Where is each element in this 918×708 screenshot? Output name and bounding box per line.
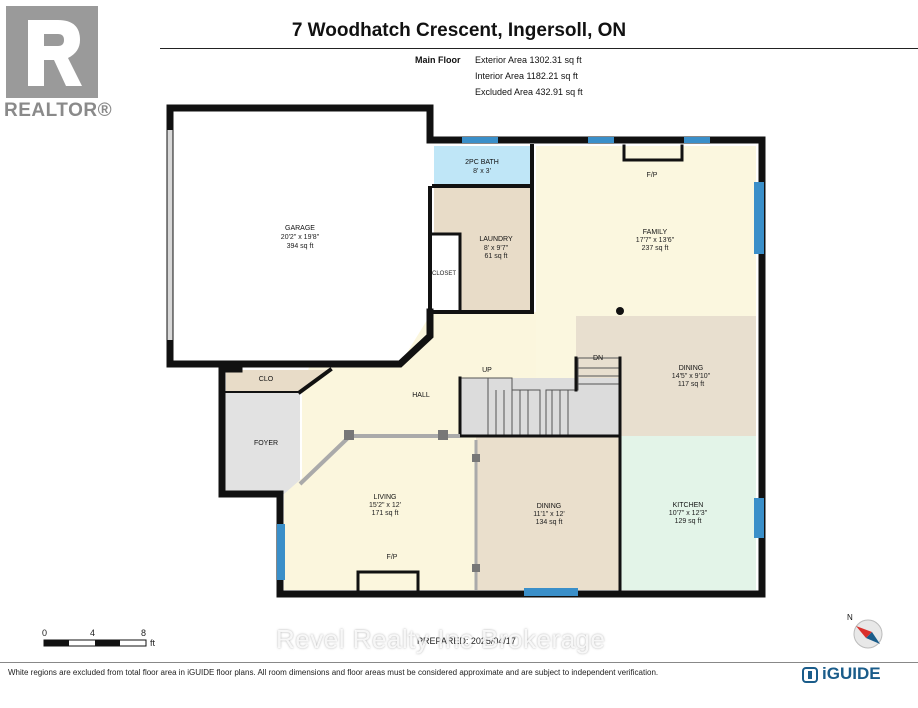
scale-tick-0: 0 [42,628,48,638]
closet-fill [430,234,460,312]
dining-lower-area: 134 sq ft [536,519,563,526]
living-area: 171 sq ft [372,510,399,517]
living-name: LIVING [374,494,397,501]
markers [344,307,624,572]
scale-tick-8: 8 [141,628,147,638]
dining-lower-fill [476,436,620,590]
brokerage-watermark: Revel Realty Inc Brokerage [276,624,606,654]
excluded-area: Excluded Area 432.91 sq ft [475,87,583,97]
living-angled-wall [298,434,352,486]
scale-bar [43,639,147,647]
garage-name: GARAGE [285,225,315,232]
footer-divider [0,662,918,663]
dining-upper-dims: 14'5" x 9'10" [672,373,711,380]
garage-dims: 20'2" x 19'8" [281,234,320,241]
realtor-logo [6,6,98,98]
windows [277,137,764,596]
kitchen-fill [620,436,756,590]
scale-tick-4: 4 [90,628,96,638]
family-area: 237 sq ft [642,245,669,252]
floor-name: Main Floor [415,55,461,65]
page-title: 7 Woodhatch Crescent, Ingersoll, ON [291,20,627,41]
bath-dims: 8' x 3' [473,168,491,175]
kitchen-dims: 10'7" x 12'3" [669,510,708,517]
living-fp: F/P [387,554,398,561]
living-fill [284,436,476,590]
laundry-area: 61 sq ft [485,253,508,260]
foyer-name: FOYER [254,440,278,447]
clo-fill [226,370,328,392]
bath-fill [434,146,532,184]
foyer-fill [222,392,300,494]
laundry-dims: 8' x 9'7" [484,245,509,252]
realtor-wordmark: REALTOR® [4,100,113,121]
stair-treads [460,357,620,436]
stairs-down-label: DN [593,355,603,362]
dining-upper-area: 117 sq ft [678,381,704,388]
iguide-logo-icon [802,667,818,683]
prepared-date: PREPARED: 2025/04/17 [417,636,516,646]
compass-north-label: N [847,613,853,622]
family-fp: F/P [647,172,658,179]
family-name: FAMILY [643,229,668,236]
iguide-brand: iGUIDE [822,664,881,683]
garage-area: 394 sq ft [287,243,314,250]
family-fill [536,146,756,386]
bath-name: 2PC BATH [465,159,499,166]
clo-name: CLO [259,376,274,383]
dining-lower-dims: 11'1" x 12' [533,511,565,518]
hall-name: HALL [412,392,430,399]
title-divider [160,48,918,49]
scale-unit: ft [150,638,156,648]
exterior-area: Exterior Area 1302.31 sq ft [475,55,582,65]
kitchen-area: 129 sq ft [675,518,702,525]
interior-area: Interior Area 1182.21 sq ft [475,71,578,81]
stairs-up-label: UP [482,367,492,374]
dining-lower-name: DINING [537,503,562,510]
dining-upper-name: DINING [679,365,704,372]
family-dims: 17'7" x 13'6" [636,237,675,244]
kitchen-name: KITCHEN [673,502,704,509]
compass-icon [853,619,883,649]
living-dims: 15'2" x 12' [369,502,401,509]
laundry-name: LAUNDRY [479,236,513,243]
footer-disclaimer: White regions are excluded from total fl… [8,668,659,677]
closet-name: CLOSET [432,271,456,277]
hall-fill [302,312,576,484]
